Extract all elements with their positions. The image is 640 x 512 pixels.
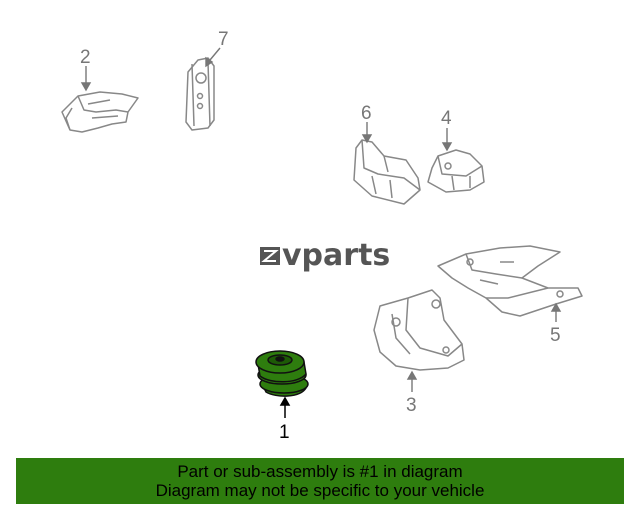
part-4-mount[interactable] [427, 149, 485, 193]
callout-1-leader [279, 396, 291, 418]
part-5-crossmember[interactable] [437, 245, 583, 317]
banner-line-2: Diagram may not be specific to your vehi… [155, 481, 485, 500]
callout-6: 6 [361, 103, 372, 124]
brand-name: vparts [282, 238, 390, 273]
part-1-mount-highlighted[interactable] [255, 350, 309, 397]
part-2-bracket[interactable] [61, 91, 139, 133]
callout-1: 1 [279, 422, 290, 443]
brand-logo: vparts [260, 238, 390, 273]
callout-3: 3 [406, 395, 417, 416]
callout-3-leader [406, 370, 418, 392]
part-7-plate[interactable] [185, 57, 215, 131]
callout-4-leader [441, 128, 453, 152]
callout-2: 2 [80, 47, 91, 68]
part-3-bracket[interactable] [373, 289, 465, 371]
callout-5-leader [550, 302, 562, 322]
callout-7-leader [205, 47, 221, 68]
callout-2-leader [80, 66, 92, 92]
part-6-mount[interactable] [353, 139, 421, 205]
info-banner: Part or sub-assembly is #1 in diagram Di… [16, 458, 624, 504]
banner-line-1: Part or sub-assembly is #1 in diagram [177, 462, 463, 481]
callout-4: 4 [441, 108, 452, 129]
callout-7: 7 [218, 29, 229, 50]
callout-5: 5 [550, 325, 561, 346]
callout-6-leader [361, 122, 373, 144]
